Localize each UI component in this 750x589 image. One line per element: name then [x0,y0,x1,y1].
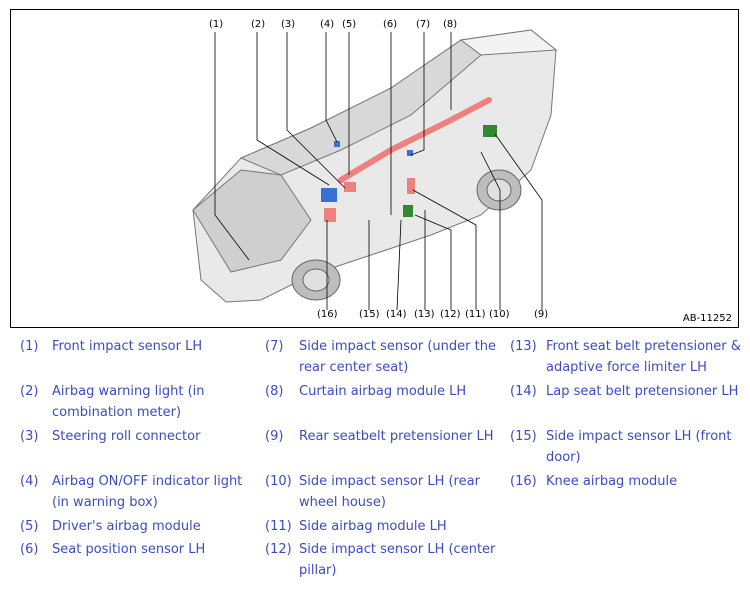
legend-label: Side impact sensor LH (center pillar) [299,542,496,578]
callout-2: (2) [251,19,265,30]
legend-num: (3) [20,429,39,444]
legend-num: (4) [20,474,39,489]
legend-label: Side airbag module LH [299,519,447,534]
legend-num: (7) [265,339,284,354]
legend-label: Side impact sensor (under the rear cente… [299,339,496,375]
callout-7: (7) [416,19,430,30]
legend-label: Knee airbag module [546,474,678,489]
side-airbag-shape [407,178,415,194]
legend-label: Curtain airbag module LH [299,384,467,399]
callout-15: (15) [359,309,380,320]
legend-label: Steering roll connector [52,429,201,444]
figure-code: AB-11252 [682,313,732,324]
callout-3: (3) [281,19,295,30]
rear-pretensioner-shape [483,125,497,137]
legend-label: Airbag warning light (in combination met… [52,384,205,420]
callout-16: (16) [317,309,338,320]
legend-label: Lap seat belt pretensioner LH [546,384,739,399]
legend-num: (5) [20,519,39,534]
legend-num: (15) [510,429,537,444]
knee-airbag-shape [324,208,336,222]
callout-10: (10) [489,309,510,320]
vehicle-diagram: (1) (2) (3) (4) (5) (6) (7) (8) (16) (15… [10,9,739,328]
callout-11: (11) [465,309,486,320]
legend-num: (9) [265,429,284,444]
car-body [192,29,558,303]
callout-12: (12) [440,309,461,320]
wheels [291,169,522,301]
legend-num: (10) [265,474,292,489]
seatbelt-pretensioner-shape [403,205,413,217]
callout-1: (1) [209,19,223,30]
indicator-light-shape [334,141,340,147]
legend-label: Side impact sensor LH (front door) [546,429,732,465]
callout-5: (5) [342,19,356,30]
legend-label: Side impact sensor LH (rear wheel house) [299,474,480,510]
curtain-airbag-shape [338,97,492,183]
legend-num: (12) [265,542,292,557]
callout-4: (4) [320,19,334,30]
callout-14: (14) [386,309,407,320]
legend-label: Airbag ON/OFF indicator light (in warnin… [52,474,243,510]
legend-num: (14) [510,384,537,399]
legend-label: Seat position sensor LH [52,542,206,557]
rear-center-sensor-shape [407,150,413,156]
legend-num: (2) [20,384,39,399]
legend-label: Driver's airbag module [52,519,201,534]
legend-num: (13) [510,339,537,354]
legend-label: Rear seatbelt pretensioner LH [299,429,494,444]
leader-lines [214,32,543,311]
steering-airbag-shape [344,182,356,192]
callout-13: (13) [414,309,435,320]
airbag-control-unit [321,188,337,202]
vehicle-illustration: (1) (2) (3) (4) (5) (6) (7) (8) (16) (15… [192,19,558,320]
callout-8: (8) [443,19,457,30]
legend-num: (11) [265,519,292,534]
callout-9: (9) [534,309,548,320]
legend-num: (1) [20,339,39,354]
legend-num: (16) [510,474,537,489]
callout-6: (6) [383,19,397,30]
legend-label: Front seat belt pretensioner & adaptive … [546,339,741,375]
legend-num: (6) [20,542,39,557]
legend-label: Front impact sensor LH [52,339,203,354]
legend-num: (8) [265,384,284,399]
